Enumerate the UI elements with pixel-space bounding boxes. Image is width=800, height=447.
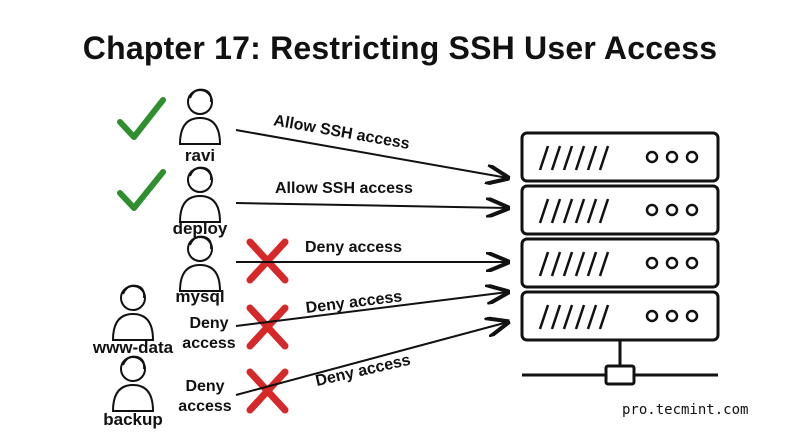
arrow-label-mysql: Deny access	[305, 239, 402, 256]
user-label-ravi: ravi	[184, 146, 216, 165]
user-icon	[178, 88, 222, 145]
page-title: Chapter 17: Restricting SSH User Access	[82, 30, 718, 66]
footer-url: pro.tecmint.com	[622, 402, 749, 418]
cross-icon	[246, 368, 289, 414]
arrow-label-deploy: Allow SSH access	[275, 180, 413, 197]
arrow-backup	[235, 322, 508, 396]
cross-icon	[246, 304, 289, 350]
side-label-www-data: Deny access	[182, 315, 236, 352]
user-label-deploy: deploy	[172, 219, 228, 238]
arrow-www-data	[235, 292, 508, 327]
user-label-mysql: mysql	[175, 287, 225, 306]
checkmark-icon	[117, 97, 166, 140]
checkmark-icon	[117, 169, 166, 211]
user-label-backup: backup	[103, 410, 163, 429]
arrow-ravi	[235, 129, 508, 178]
user-icon	[178, 166, 222, 223]
side-label-backup: Deny access	[178, 378, 232, 415]
user-icon	[178, 235, 222, 292]
user-label-www-data: www-data	[92, 338, 174, 357]
user-icon	[111, 355, 155, 412]
server-rack-icon	[520, 131, 720, 386]
user-icon	[111, 284, 155, 341]
arrow-deploy	[235, 203, 508, 208]
